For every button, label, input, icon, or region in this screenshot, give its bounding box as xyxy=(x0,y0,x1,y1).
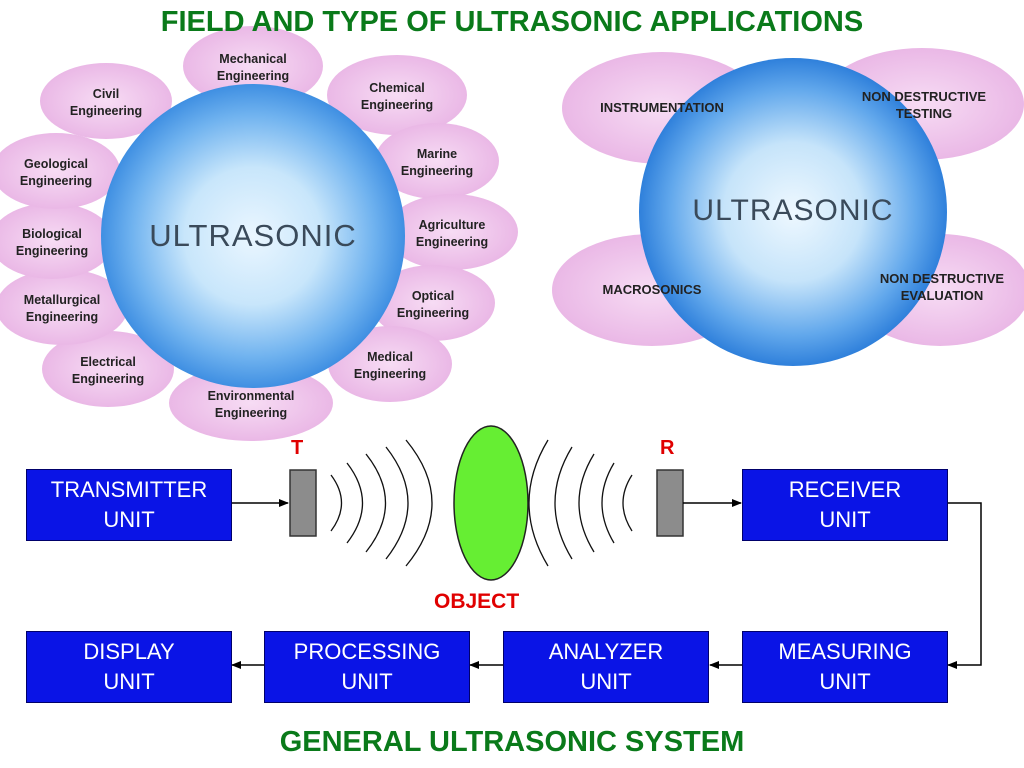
analyzer-line2: UNIT xyxy=(580,669,632,694)
left-petal-label-4-line2: Engineering xyxy=(416,235,488,249)
processing-line2: UNIT xyxy=(341,669,393,694)
receiver-label-r: R xyxy=(660,437,675,459)
transmitted-waves xyxy=(330,439,433,567)
left-petal-label-11-line2: Engineering xyxy=(20,174,92,188)
left-petal-2 xyxy=(327,55,467,135)
left-petal-8 xyxy=(42,331,174,407)
left-petal-label-6-line2: Engineering xyxy=(354,367,426,381)
left-petal-4 xyxy=(386,194,518,270)
left-petal-label-1-line1: Mechanical xyxy=(219,52,286,66)
transmitter-line1: TRANSMITTER xyxy=(50,477,208,502)
left-petal-label-12-line2: Engineering xyxy=(70,104,142,118)
left-petal-label-8-line2: Engineering xyxy=(72,372,144,386)
left-petal-label-8-line1: Electrical xyxy=(80,355,136,369)
left-center-label: ULTRASONIC xyxy=(149,218,357,253)
left-petal-9 xyxy=(0,269,128,345)
transmitter-label-t: T xyxy=(291,437,304,459)
left-petal-10 xyxy=(0,203,114,279)
display-line1: DISPLAY xyxy=(83,639,175,664)
right-center-label: ULTRASONIC xyxy=(692,194,893,227)
left-petal-label-3-line1: Marine xyxy=(417,147,457,161)
right-ultrasonic-sphere xyxy=(639,58,947,366)
receiver-transducer xyxy=(656,469,684,537)
right-petal-label-3: MACROSONICS xyxy=(603,282,702,297)
left-petal-label-11-line1: Geological xyxy=(24,157,88,171)
system-title: GENERAL ULTRASONIC SYSTEM xyxy=(279,726,745,758)
received-waves xyxy=(528,439,633,567)
left-petal-label-9-line2: Engineering xyxy=(26,310,98,324)
left-ultrasonic-sphere xyxy=(101,84,405,388)
left-ultrasonic-diagram: ULTRASONIC MechanicalEngineeringChemical… xyxy=(0,26,518,441)
left-petal-label-4-line1: Agriculture xyxy=(419,218,486,232)
transmitter-unit-box: TRANSMITTER UNIT xyxy=(26,469,232,541)
left-petal-6 xyxy=(328,326,452,402)
display-unit-box: DISPLAY UNIT xyxy=(26,631,232,703)
left-petal-label-12-line1: Civil xyxy=(93,87,119,101)
display-line2: UNIT xyxy=(103,669,155,694)
left-petal-label-10-line2: Engineering xyxy=(16,244,88,258)
measuring-line2: UNIT xyxy=(819,669,871,694)
left-petal-3 xyxy=(375,123,499,199)
receiver-line2: UNIT xyxy=(819,507,871,532)
page-title: FIELD AND TYPE OF ULTRASONIC APPLICATION… xyxy=(160,6,864,38)
transmitter-transducer xyxy=(289,469,317,537)
transmitter-line2: UNIT xyxy=(103,507,155,532)
receiver-line1: RECEIVER xyxy=(788,477,902,502)
left-petal-label-2-line1: Chemical xyxy=(369,81,425,95)
measuring-line1: MEASURING xyxy=(778,639,912,664)
left-petal-label-7-line2: Engineering xyxy=(215,406,287,420)
measuring-unit-box: MEASURING UNIT xyxy=(742,631,948,703)
processing-line1: PROCESSING xyxy=(293,639,441,664)
right-ultrasonic-diagram: ULTRASONIC INSTRUMENTATION NON DESTRUCTI… xyxy=(552,48,1024,366)
left-petal-label-3-line2: Engineering xyxy=(401,164,473,178)
right-petal-label-2a: NON DESTRUCTIVE xyxy=(862,89,987,104)
left-petal-11 xyxy=(0,133,120,209)
left-petal-label-10-line1: Biological xyxy=(22,227,82,241)
left-petal-label-1-line2: Engineering xyxy=(217,69,289,83)
left-petal-label-2-line2: Engineering xyxy=(361,98,433,112)
left-petal-7 xyxy=(169,365,333,441)
system-diagram xyxy=(231,425,982,669)
analyzer-line1: ANALYZER xyxy=(548,639,664,664)
left-petal-1 xyxy=(183,26,323,106)
right-petal-label-4b: EVALUATION xyxy=(901,288,984,303)
left-petal-label-9-line1: Metallurgical xyxy=(24,293,100,307)
processing-unit-box: PROCESSING UNIT xyxy=(264,631,470,703)
left-petal-5 xyxy=(371,265,495,341)
receiver-unit-box: RECEIVER UNIT xyxy=(742,469,948,541)
object-label: OBJECT xyxy=(434,590,520,613)
left-petal-label-7-line1: Environmental xyxy=(208,389,295,403)
left-petal-label-6-line1: Medical xyxy=(367,350,413,364)
left-petal-label-5-line1: Optical xyxy=(412,289,454,303)
left-petal-12 xyxy=(40,63,172,139)
analyzer-unit-box: ANALYZER UNIT xyxy=(503,631,709,703)
right-petal-label-4a: NON DESTRUCTIVE xyxy=(880,271,1005,286)
connectors xyxy=(231,499,982,669)
right-petal-label-2b: TESTING xyxy=(896,106,952,121)
right-petal-label-1: INSTRUMENTATION xyxy=(600,100,724,115)
object-ellipse xyxy=(453,425,529,581)
left-petal-label-5-line2: Engineering xyxy=(397,306,469,320)
